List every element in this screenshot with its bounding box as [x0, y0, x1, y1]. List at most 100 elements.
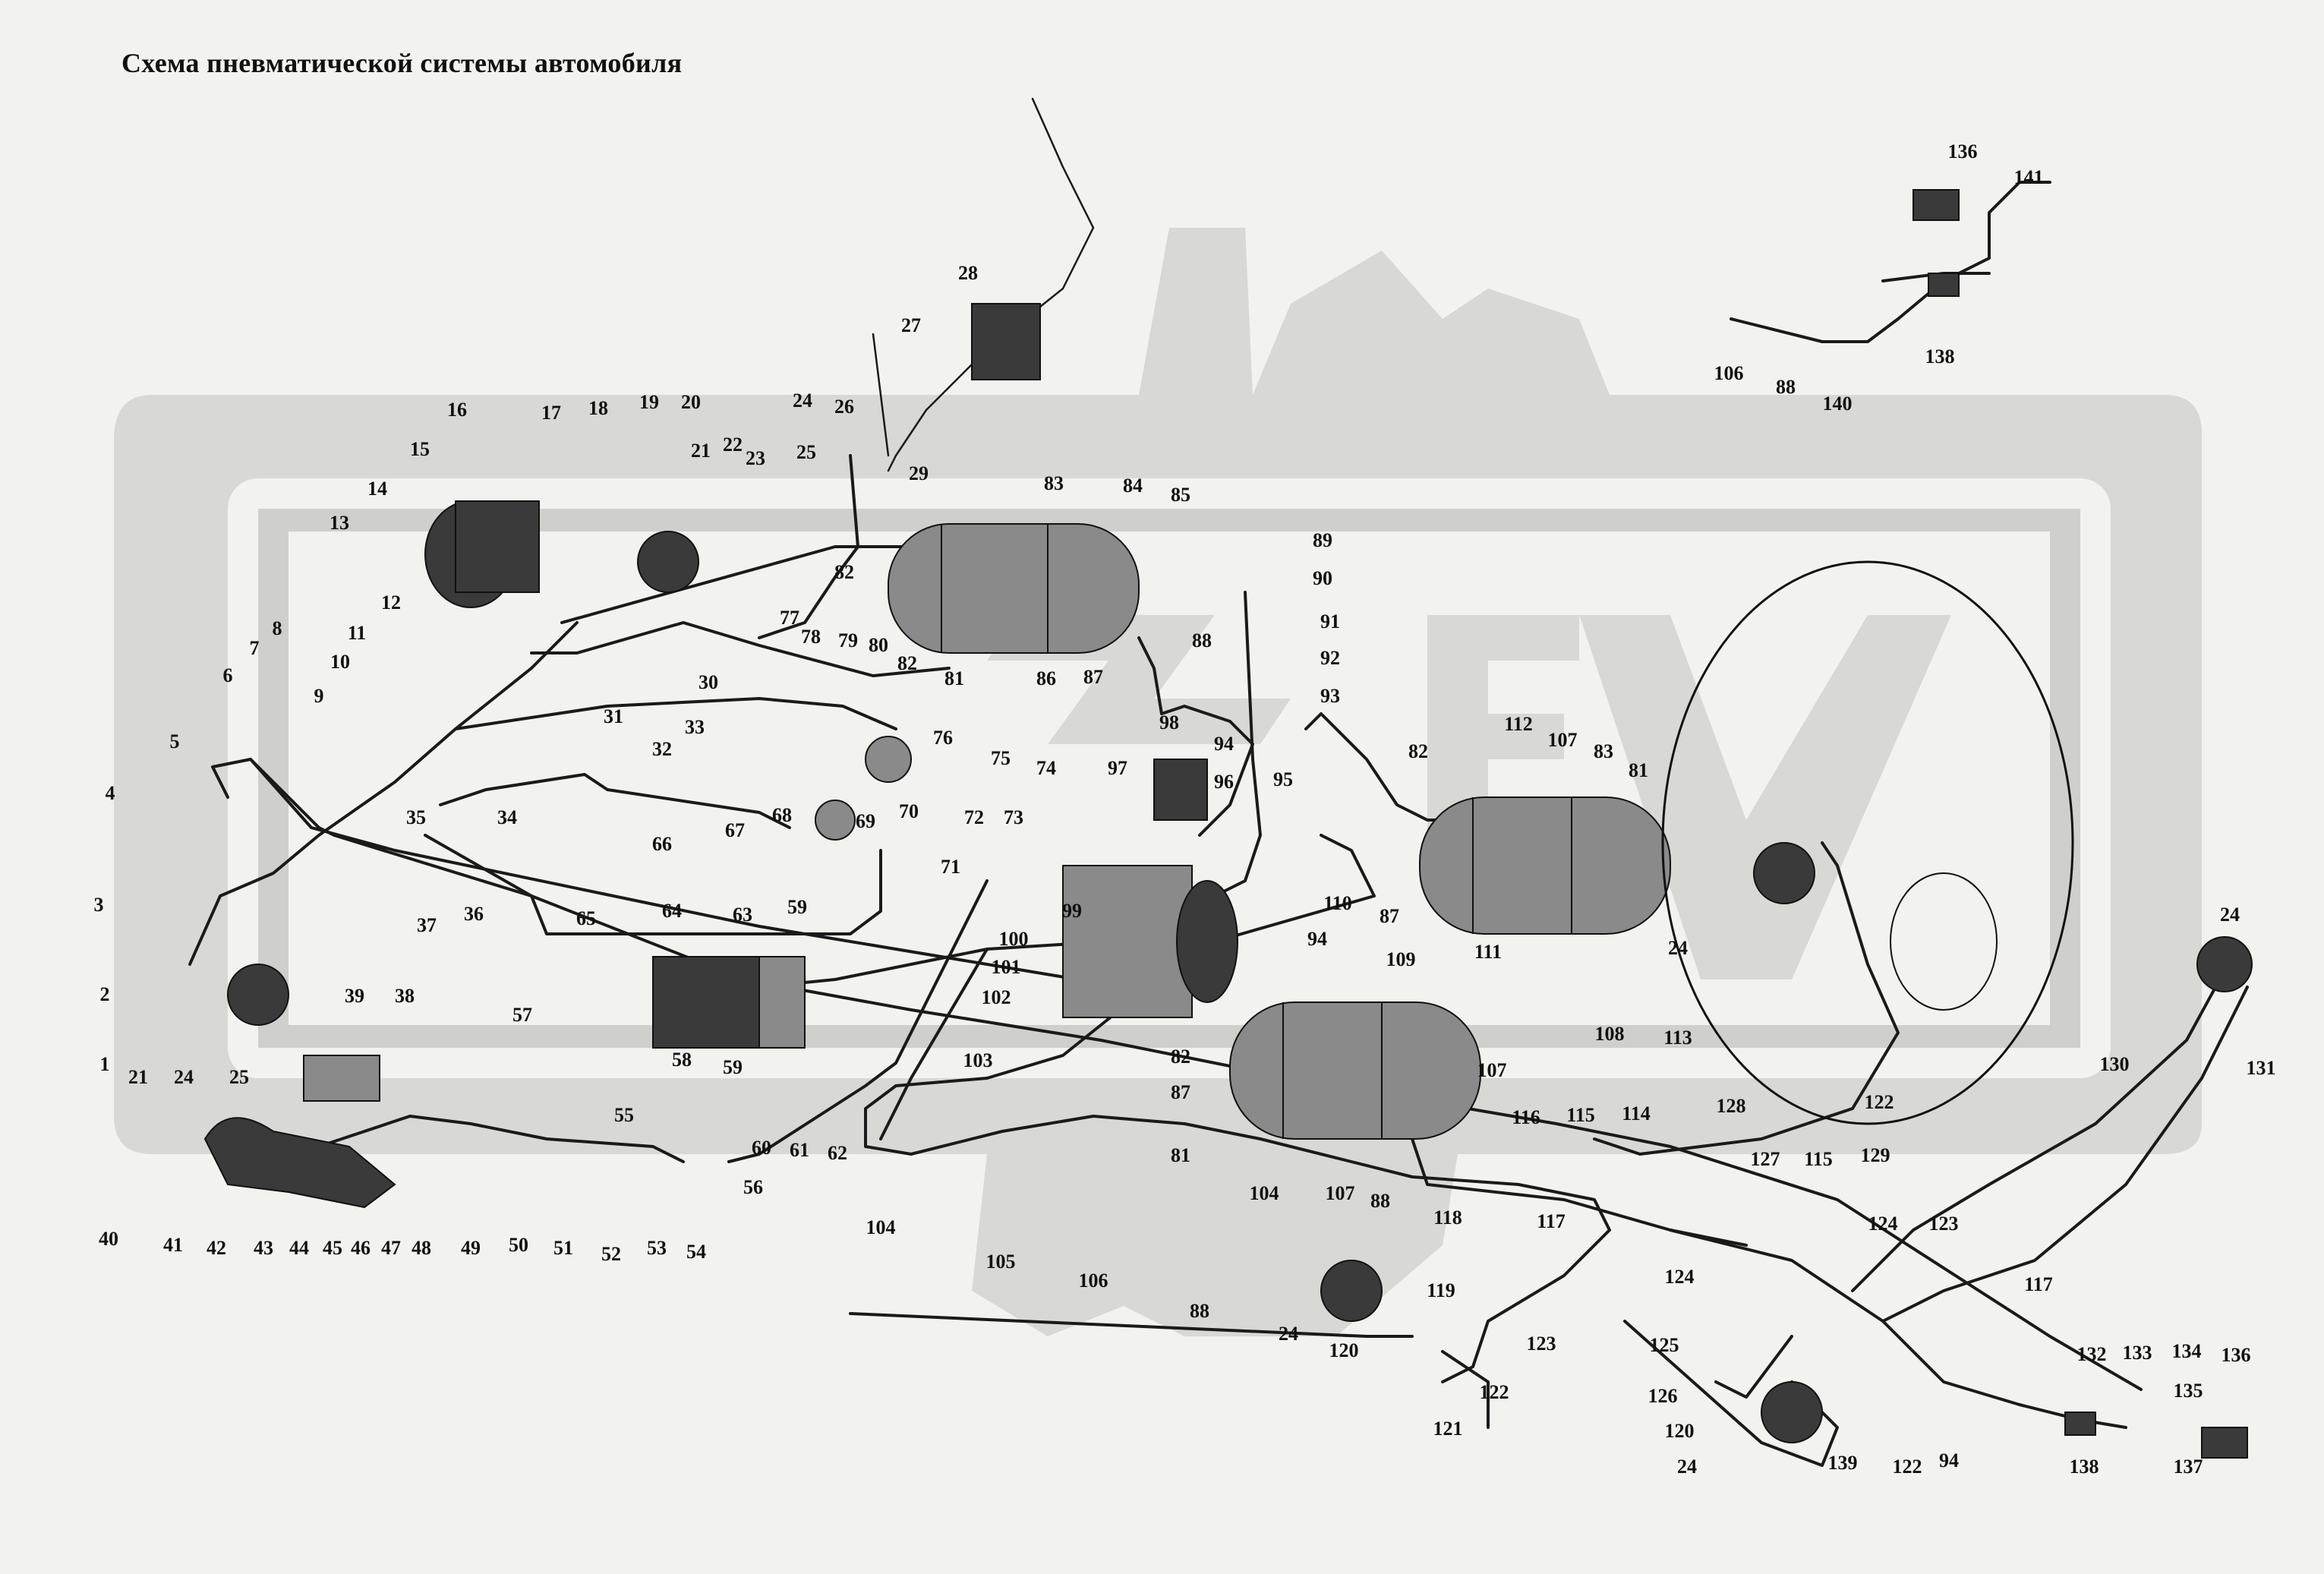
callout-22: 22 [723, 434, 743, 456]
brake-pedal [203, 1055, 396, 1209]
callout-125: 125 [1650, 1334, 1679, 1356]
callout-103: 103 [963, 1049, 993, 1071]
callout-13: 13 [330, 512, 349, 534]
callout-130: 130 [2100, 1053, 2130, 1075]
callout-120: 120 [1329, 1339, 1359, 1361]
callout-41: 41 [163, 1234, 183, 1256]
callout-74: 74 [1036, 757, 1056, 779]
trailer-couplings [1912, 189, 2248, 1459]
callout-5: 5 [170, 730, 180, 752]
rear-wheel [1661, 560, 2074, 1125]
callout-84: 84 [1123, 475, 1143, 497]
callout-115: 115 [1566, 1104, 1595, 1126]
callout-42: 42 [207, 1237, 226, 1259]
callout-129: 129 [1861, 1144, 1890, 1166]
callout-21: 21 [128, 1066, 148, 1088]
valve-assembly [971, 303, 1208, 821]
callout-107: 107 [1477, 1059, 1507, 1081]
callout-75: 75 [991, 747, 1011, 769]
callout-105: 105 [986, 1251, 1016, 1273]
callout-83: 83 [1594, 740, 1613, 762]
callout-91: 91 [1320, 610, 1340, 632]
callout-26: 26 [834, 396, 854, 418]
callout-16: 16 [447, 399, 467, 421]
callout-24: 24 [1677, 1456, 1697, 1478]
callout-107: 107 [1326, 1182, 1355, 1204]
callout-88: 88 [1776, 376, 1796, 398]
callout-97: 97 [1108, 757, 1127, 779]
callout-28: 28 [958, 262, 978, 284]
callout-60: 60 [752, 1137, 771, 1159]
callout-107: 107 [1548, 729, 1578, 751]
callout-59: 59 [787, 896, 807, 918]
callout-79: 79 [838, 629, 858, 651]
callout-67: 67 [725, 819, 745, 841]
callout-94: 94 [1214, 733, 1234, 755]
callout-25: 25 [796, 441, 816, 463]
callout-90: 90 [1313, 567, 1332, 589]
callout-111: 111 [1474, 941, 1502, 963]
callout-56: 56 [743, 1176, 763, 1198]
callout-30: 30 [698, 671, 718, 693]
air-tank-front [888, 523, 1140, 654]
pipe-network [188, 97, 2249, 1467]
callout-78: 78 [801, 626, 821, 648]
callout-31: 31 [604, 705, 623, 727]
brake-unit [1062, 865, 1238, 1018]
callout-87: 87 [1380, 905, 1399, 927]
callout-46: 46 [351, 1237, 371, 1259]
callout-81: 81 [944, 667, 964, 689]
callout-18: 18 [588, 397, 608, 419]
callout-96: 96 [1214, 771, 1234, 793]
callout-110: 110 [1323, 892, 1352, 914]
callout-76: 76 [933, 727, 953, 749]
control-valve [652, 956, 806, 1049]
callout-136: 136 [2222, 1344, 2251, 1366]
callout-117: 117 [1537, 1210, 1566, 1232]
callout-21: 21 [691, 440, 711, 462]
callout-45: 45 [323, 1237, 342, 1259]
callout-121: 121 [1433, 1418, 1463, 1440]
callout-62: 62 [828, 1142, 847, 1164]
compressor [424, 500, 540, 608]
callout-39: 39 [345, 985, 364, 1007]
callout-108: 108 [1595, 1023, 1625, 1045]
callout-40: 40 [99, 1228, 118, 1250]
callout-94: 94 [1307, 928, 1327, 950]
diagram-title: Схема пневматической системы автомобиля [121, 48, 683, 78]
callout-88: 88 [1190, 1300, 1209, 1322]
callout-98: 98 [1159, 711, 1179, 733]
callout-7: 7 [250, 637, 260, 659]
callout-47: 47 [381, 1237, 401, 1259]
callout-61: 61 [790, 1139, 809, 1161]
callout-68: 68 [772, 804, 792, 826]
callout-102: 102 [982, 986, 1011, 1008]
callout-126: 126 [1648, 1385, 1678, 1407]
callout-49: 49 [461, 1237, 481, 1259]
callout-81: 81 [1171, 1144, 1190, 1166]
callout-82: 82 [834, 561, 854, 583]
callout-119: 119 [1427, 1279, 1455, 1301]
callout-85: 85 [1171, 484, 1190, 506]
callout-106: 106 [1714, 362, 1744, 384]
callout-14: 14 [367, 478, 387, 500]
callout-73: 73 [1004, 806, 1023, 828]
callout-135: 135 [2174, 1380, 2203, 1402]
callout-44: 44 [289, 1237, 309, 1259]
callout-112: 112 [1504, 713, 1533, 735]
pressure-gauge [815, 736, 912, 841]
callout-120: 120 [1665, 1420, 1695, 1442]
callout-104: 104 [1250, 1182, 1279, 1204]
callout-115: 115 [1804, 1148, 1833, 1170]
callout-94: 94 [1939, 1449, 1959, 1471]
callout-48: 48 [412, 1237, 431, 1259]
callout-10: 10 [330, 651, 350, 673]
callout-72: 72 [964, 806, 984, 828]
callout-32: 32 [652, 738, 672, 760]
callout-88: 88 [1192, 629, 1212, 651]
callout-93: 93 [1320, 685, 1340, 707]
callout-123: 123 [1929, 1213, 1959, 1235]
callout-70: 70 [899, 800, 919, 822]
callout-43: 43 [254, 1237, 273, 1259]
callout-118: 118 [1433, 1207, 1462, 1229]
